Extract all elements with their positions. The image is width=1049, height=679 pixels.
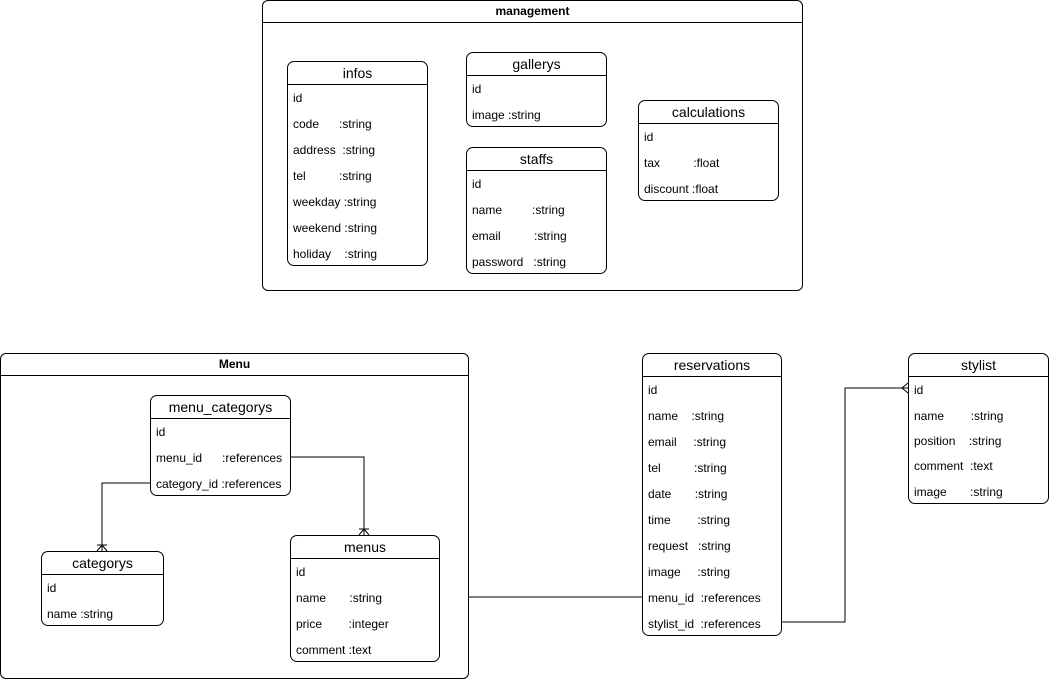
field: image :string	[914, 485, 1003, 499]
connector-stylist-reservations[interactable]	[782, 382, 909, 623]
field: time :string	[648, 513, 731, 527]
field: id	[648, 383, 658, 397]
field: tax :float	[644, 156, 720, 170]
entity-title: menu_categorys	[151, 396, 290, 419]
entity-title: menus	[291, 536, 439, 559]
field: position :string	[914, 434, 1002, 448]
field: id	[47, 581, 57, 595]
field: name :string	[47, 607, 114, 621]
group-title: Menu	[1, 354, 468, 376]
entity-gallerys[interactable]: gallerys id image :string	[466, 52, 607, 127]
entity-stylist[interactable]: stylist id name :string position :string…	[908, 353, 1049, 504]
field: price :integer	[296, 617, 389, 631]
field: comment :text	[914, 459, 993, 473]
field: id	[472, 82, 482, 96]
entity-title: stylist	[909, 354, 1048, 377]
field: menu_id :references	[156, 451, 283, 465]
group-title: management	[263, 1, 802, 23]
field: name :string	[914, 409, 1004, 423]
field: menu_id :references	[648, 591, 761, 605]
field: id	[296, 565, 306, 579]
entity-title: staffs	[467, 148, 606, 171]
entity-menu-categorys[interactable]: menu_categorys id menu_id :references ca…	[150, 395, 291, 496]
field: date :string	[648, 487, 728, 501]
entity-calculations[interactable]: calculations id tax :float discount :flo…	[638, 100, 779, 201]
field: tel :string	[648, 461, 727, 475]
entity-reservations[interactable]: reservations id name :string email :stri…	[642, 353, 782, 636]
field: id	[644, 130, 654, 144]
field: comment :text	[296, 643, 372, 657]
field: holiday :string	[293, 247, 378, 261]
field: id	[293, 91, 303, 105]
connector-menus-menu-categorys[interactable]	[291, 456, 370, 536]
entity-title: reservations	[643, 354, 781, 377]
field: id	[914, 383, 924, 397]
entity-menus[interactable]: menus id name :string price :integer com…	[290, 535, 440, 662]
field: request :string	[648, 539, 731, 553]
entity-categorys[interactable]: categorys id name :string	[41, 551, 164, 626]
field: id	[156, 425, 166, 439]
entity-title: gallerys	[467, 53, 606, 76]
field: email :string	[648, 435, 727, 449]
field: password :string	[472, 255, 567, 269]
field: weekend :string	[293, 221, 378, 235]
field: image :string	[472, 108, 541, 122]
field: id	[472, 177, 482, 191]
field: discount :float	[644, 182, 719, 196]
entity-title: infos	[288, 62, 427, 85]
entity-infos[interactable]: infos id code :string address :string te…	[287, 61, 428, 266]
field: category_id :references	[156, 477, 282, 491]
field: email :string	[472, 229, 567, 243]
field: code :string	[293, 117, 372, 131]
entity-staffs[interactable]: staffs id name :string email :string pas…	[466, 147, 607, 274]
field: weekday :string	[293, 195, 377, 209]
field: name :string	[472, 203, 565, 217]
field: name :string	[648, 409, 725, 423]
field: stylist_id :references	[648, 617, 761, 631]
field: name :string	[296, 591, 383, 605]
entity-title: calculations	[639, 101, 778, 124]
field: tel :string	[293, 169, 372, 183]
entity-title: categorys	[42, 552, 163, 575]
field: address :string	[293, 143, 376, 157]
field: image :string	[648, 565, 731, 579]
connector-categorys-menu-categorys[interactable]	[96, 482, 150, 552]
